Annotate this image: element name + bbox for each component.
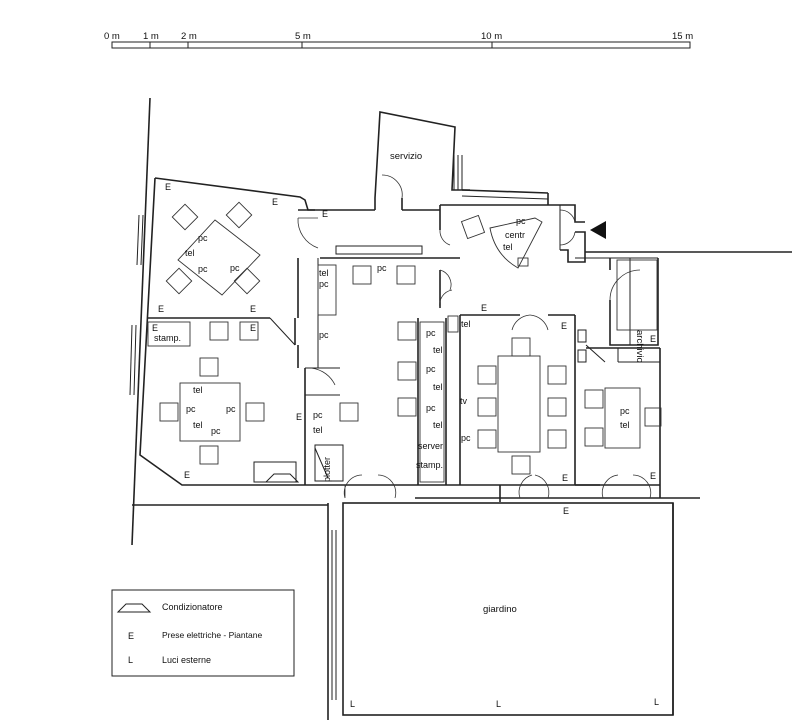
tel-label: tel (433, 382, 443, 392)
tel-label: tel (313, 425, 323, 435)
tel-label-reception: tel (503, 242, 513, 252)
scale-label-10: 10 m (481, 31, 502, 42)
pc-label: pc (620, 406, 630, 416)
pc-label: pc (313, 410, 323, 420)
tel-label: tel (185, 248, 195, 258)
outlet-marker: E (563, 506, 569, 516)
outlet-marker: E (152, 323, 158, 333)
legend-label-luci: Luci esterne (162, 655, 211, 665)
tv-label: tv (460, 396, 468, 406)
pc-label-reception: pc (516, 216, 526, 226)
outlet-marker: E (650, 471, 656, 481)
pc-label: pc (198, 233, 208, 243)
outlet-marker: E (322, 209, 328, 219)
outlet-marker: E (165, 182, 171, 192)
legend-label-prese: Prese elettriche - Piantane (162, 630, 262, 640)
pc-label: pc (198, 264, 208, 274)
entrance-arrow-icon (590, 221, 606, 239)
tel-label: tel (433, 420, 443, 430)
pc-label: pc (426, 328, 436, 338)
tel-label: tel (433, 345, 443, 355)
centr-label: centr (505, 230, 525, 240)
server-label: server (418, 441, 443, 451)
room-giardino-label: giardino (483, 604, 517, 615)
tel-label: tel (193, 420, 203, 430)
scale-label-1: 1 m (143, 31, 159, 42)
pc-label: pc (211, 426, 221, 436)
furniture (147, 201, 662, 483)
pc-label: pc (461, 433, 471, 443)
outlet-marker: E (158, 304, 164, 314)
room-archivio-label: archivio (634, 330, 645, 363)
outlet-marker: E (296, 412, 302, 422)
outlet-marker: E (561, 321, 567, 331)
light-marker: L (350, 699, 355, 709)
outlet-marker: E (250, 323, 256, 333)
legend-symbol-L: L (128, 655, 133, 665)
room-labels: servizio giardino archivio stamp. pc cen… (154, 151, 645, 615)
pc-label: pc (319, 330, 329, 340)
tel-label: tel (193, 385, 203, 395)
outlet-marker: E (562, 473, 568, 483)
plotter-label: plotter (322, 457, 332, 482)
scale-label-2: 2 m (181, 31, 197, 42)
exterior-lights: L L L (350, 697, 659, 709)
stamp-label-left: stamp. (154, 333, 181, 343)
power-outlets: E E E E E E E E E E E E E E E (152, 182, 656, 516)
legend-symbol-E: E (128, 631, 134, 641)
outlet-marker: E (184, 470, 190, 480)
pc-label: pc (230, 263, 240, 273)
tel-label: tel (461, 319, 471, 329)
outlet-marker: E (650, 334, 656, 344)
tel-label: tel (620, 420, 630, 430)
outlet-marker: E (272, 197, 278, 207)
scale-label-5: 5 m (295, 31, 311, 42)
outlet-marker: E (250, 304, 256, 314)
stamp-label-middle: stamp. (416, 460, 443, 470)
legend: Condizionatore E Prese elettriche - Pian… (111, 589, 295, 677)
legend-label-condizionatore: Condizionatore (162, 602, 223, 612)
scale-label-0: 0 m (104, 31, 120, 42)
light-marker: L (654, 697, 659, 707)
scale-label-15: 15 m (672, 31, 693, 42)
pc-label: pc (426, 364, 436, 374)
pc-label: pc (186, 404, 196, 414)
pc-label: pc (426, 403, 436, 413)
air-conditioner-icon (264, 473, 300, 483)
air-conditioner-icon (116, 603, 152, 613)
walls (129, 97, 792, 720)
pc-label: pc (226, 404, 236, 414)
light-marker: L (496, 699, 501, 709)
pc-label: pc (377, 263, 387, 273)
scale-bar: 0 m 1 m 2 m 5 m 10 m 15 m (104, 31, 693, 49)
room-servizio-label: servizio (390, 151, 422, 162)
outlet-marker: E (481, 303, 487, 313)
tel-label: tel (319, 268, 329, 278)
pc-label: pc (319, 279, 329, 289)
